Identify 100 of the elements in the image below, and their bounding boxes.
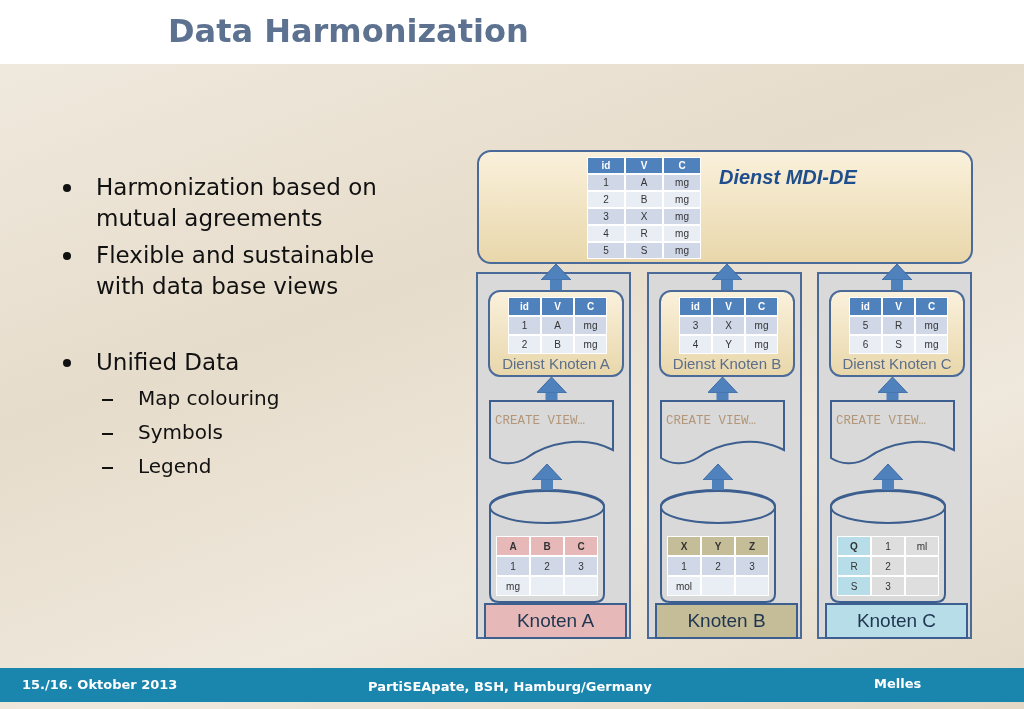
service-box xyxy=(477,150,973,264)
table-cell: 3 xyxy=(564,556,598,576)
source-bar: Knoten A xyxy=(484,603,627,639)
service-box xyxy=(659,290,795,377)
block-arrow xyxy=(881,263,913,290)
source-bar: Knoten C xyxy=(825,603,968,639)
table-cell: 3 xyxy=(587,208,625,225)
code-text: CREATE VIEW… xyxy=(666,414,756,428)
table-cell: R xyxy=(625,225,663,242)
table-cell: 3 xyxy=(871,576,905,596)
table-cell: mg xyxy=(663,174,701,191)
table-cell: Z xyxy=(735,536,769,556)
table-cell: 2 xyxy=(508,335,541,354)
table-cell: 2 xyxy=(701,556,735,576)
table-header-cell: V xyxy=(541,297,574,316)
service-title: Dienst Knoten A xyxy=(501,355,611,372)
table-cell: mg xyxy=(574,316,607,335)
table-cell: C xyxy=(564,536,598,556)
table-cell: mg xyxy=(663,225,701,242)
table-cell: 5 xyxy=(587,242,625,259)
table-cell: mg xyxy=(745,316,778,335)
table-header-cell: V xyxy=(625,157,663,174)
table-cell: 2 xyxy=(587,191,625,208)
block-arrow xyxy=(711,263,743,290)
table-header-cell: C xyxy=(745,297,778,316)
block-arrow xyxy=(540,263,572,290)
table-header-cell: C xyxy=(663,157,701,174)
table-cell: Y xyxy=(712,335,745,354)
data-table xyxy=(667,536,769,596)
table-cell: 4 xyxy=(679,335,712,354)
table-cell: mol xyxy=(667,576,701,596)
data-table xyxy=(587,157,701,259)
code-text: CREATE VIEW… xyxy=(495,414,585,428)
table-cell: mg xyxy=(663,191,701,208)
database-cylinder xyxy=(830,490,946,602)
table-cell: mg xyxy=(496,576,530,596)
table-cell: R xyxy=(882,316,915,335)
table-header-cell: id xyxy=(849,297,882,316)
document-shape xyxy=(830,400,955,464)
table-cell: 1 xyxy=(496,556,530,576)
table-cell: A xyxy=(496,536,530,556)
sub-bullet-text: Legend xyxy=(138,454,212,478)
node-panel xyxy=(817,272,972,639)
table-cell: 1 xyxy=(587,174,625,191)
table-header-cell: id xyxy=(679,297,712,316)
data-table xyxy=(679,297,778,354)
code-text: CREATE VIEW… xyxy=(836,414,926,428)
sub-bullet-text: Map colouring xyxy=(138,386,280,410)
table-cell: mg xyxy=(915,316,948,335)
slide-title: Data Harmonization xyxy=(168,12,529,50)
table-cell: mg xyxy=(663,242,701,259)
database-cylinder xyxy=(660,490,776,602)
table-cell: 6 xyxy=(849,335,882,354)
table-cell: 4 xyxy=(587,225,625,242)
table-cell: A xyxy=(541,316,574,335)
table-header-cell: id xyxy=(587,157,625,174)
data-table xyxy=(496,536,598,596)
table-cell: mg xyxy=(915,335,948,354)
document-shape xyxy=(489,400,614,464)
block-arrow xyxy=(531,463,563,490)
table-cell: ml xyxy=(905,536,939,556)
node-panel xyxy=(476,272,631,639)
service-title: Dienst MDI-DE xyxy=(719,166,857,189)
table-cell: mg xyxy=(745,335,778,354)
block-arrow xyxy=(702,463,734,490)
service-box xyxy=(488,290,624,377)
table-cell: B xyxy=(530,536,564,556)
table-cell: 1 xyxy=(871,536,905,556)
bullet-text: Harmonization based on mutual agreements xyxy=(96,173,378,233)
block-arrow xyxy=(872,463,904,490)
table-cell: 1 xyxy=(508,316,541,335)
table-cell: X xyxy=(667,536,701,556)
bullet-text: Unified Data xyxy=(96,348,241,377)
table-cell: S xyxy=(625,242,663,259)
database-cylinder xyxy=(489,490,605,602)
service-title: Dienst Knoten C xyxy=(841,355,953,372)
table-cell: Y xyxy=(701,536,735,556)
table-cell: X xyxy=(712,316,745,335)
table-cell: B xyxy=(541,335,574,354)
table-cell: S xyxy=(882,335,915,354)
footer-text: 15./16. Oktober 2013 xyxy=(22,677,178,692)
table-cell: R xyxy=(837,556,871,576)
footer-text: Melles xyxy=(874,676,922,691)
block-arrow xyxy=(707,376,738,400)
table-cell: mg xyxy=(663,208,701,225)
document-shape xyxy=(660,400,785,464)
table-header-cell: C xyxy=(574,297,607,316)
table-cell: 2 xyxy=(871,556,905,576)
data-table xyxy=(508,297,607,354)
table-cell: S xyxy=(837,576,871,596)
block-arrow xyxy=(877,376,908,400)
footer-text: PartiSEApate, BSH, Hamburg/Germany xyxy=(368,679,652,694)
table-cell: mg xyxy=(574,335,607,354)
table-cell: 3 xyxy=(735,556,769,576)
table-cell: 1 xyxy=(667,556,701,576)
node-panel xyxy=(647,272,802,639)
source-bar: Knoten B xyxy=(655,603,798,639)
sub-bullet-text: Symbols xyxy=(138,420,223,444)
data-table xyxy=(837,536,939,596)
table-cell: A xyxy=(625,174,663,191)
